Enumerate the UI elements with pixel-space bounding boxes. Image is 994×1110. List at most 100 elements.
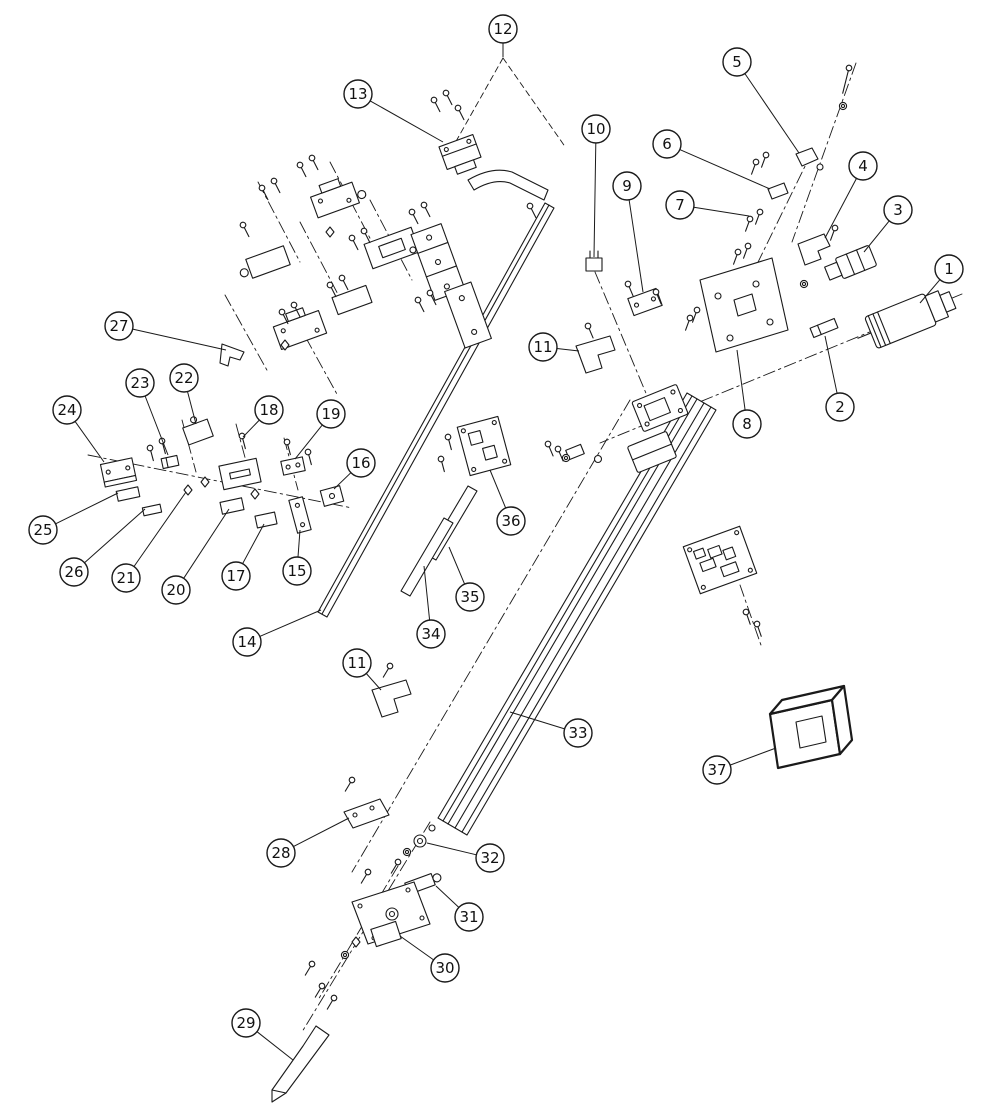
bracket-subassembly-1 — [310, 178, 367, 219]
callout-balloon-14: 14 — [232, 627, 262, 657]
callout-circle — [59, 557, 89, 587]
bracket-22 — [182, 416, 214, 446]
callout-balloon-8: 8 — [732, 409, 762, 439]
callout-circle — [581, 114, 611, 144]
callout-leader-21 — [133, 491, 187, 567]
callout-leader-13 — [369, 100, 444, 143]
callout-circle — [825, 392, 855, 422]
callout-circle — [104, 311, 134, 341]
callout-circle — [266, 838, 296, 868]
bracket-20 — [219, 497, 245, 515]
callout-number: 19 — [321, 405, 340, 423]
callout-leader-5 — [744, 73, 800, 154]
bracket-28 — [343, 798, 390, 829]
callout-leader-20 — [183, 508, 230, 579]
callout-circle — [652, 129, 682, 159]
callout-balloon-18: 18 — [254, 395, 284, 425]
callout-number: 7 — [675, 196, 685, 214]
callout-number: 15 — [287, 562, 306, 580]
callout-leaders — [55, 43, 941, 1061]
callout-leader-6 — [679, 149, 771, 190]
callout-balloon-21: 21 — [111, 563, 141, 593]
callout-leader-26 — [84, 508, 146, 564]
pcb-module — [682, 525, 758, 595]
callout-balloon-26: 26 — [59, 557, 89, 587]
callout-balloon-12: 12 — [488, 14, 518, 44]
callout-number: 26 — [64, 563, 83, 581]
callout-leader-14 — [259, 609, 322, 637]
carriage-block — [631, 384, 689, 432]
motor-mount-plate-8 — [699, 257, 789, 353]
shaft-pin-2 — [809, 317, 839, 339]
callout-circle — [883, 195, 913, 225]
callout-circle — [455, 582, 485, 612]
callout-circle — [169, 363, 199, 393]
callout-leader-3 — [863, 220, 890, 253]
callout-circle — [231, 1008, 261, 1038]
callout-number: 1 — [944, 260, 954, 278]
plate-26 — [141, 503, 163, 517]
cover-strip — [317, 202, 555, 618]
callout-balloon-29: 29 — [231, 1008, 261, 1038]
callout-number: 17 — [226, 567, 245, 585]
plate-15 — [288, 496, 312, 534]
sensor-connector-10 — [585, 250, 603, 272]
callout-circle — [342, 648, 372, 678]
callout-circle — [343, 79, 373, 109]
callout-balloon-23: 23 — [125, 368, 155, 398]
callout-number: 22 — [174, 369, 193, 387]
callout-leader-33 — [509, 711, 565, 730]
clip-27 — [219, 343, 245, 367]
guide-strip-34 — [400, 517, 454, 597]
callout-balloon-11: 11 — [528, 332, 558, 362]
callout-number: 6 — [662, 135, 672, 153]
callout-leader-36 — [489, 469, 507, 509]
callout-balloon-3: 3 — [883, 195, 913, 225]
callout-number: 5 — [732, 53, 742, 71]
motor — [857, 290, 957, 349]
callout-number: 35 — [460, 588, 479, 606]
callout-balloon-2: 2 — [825, 392, 855, 422]
bracket-subassembly-3 — [239, 245, 291, 279]
callout-circle — [52, 395, 82, 425]
callout-circle — [232, 627, 262, 657]
roller-23 — [160, 454, 180, 470]
callout-leader-11 — [365, 673, 382, 691]
callout-leader-30 — [399, 935, 434, 961]
bent-strip-12 — [467, 169, 549, 201]
callout-balloon-24: 24 — [52, 395, 82, 425]
callout-circle — [732, 409, 762, 439]
sensor-5 — [795, 147, 824, 171]
callout-balloon-17: 17 — [221, 561, 251, 591]
callout-number: 28 — [271, 844, 290, 862]
callout-balloon-22: 22 — [169, 363, 199, 393]
tension-plate — [218, 457, 262, 491]
callout-balloon-4: 4 — [848, 151, 878, 181]
callout-number: 24 — [57, 401, 76, 419]
callout-balloon-35: 35 — [455, 582, 485, 612]
callout-circle — [254, 395, 284, 425]
callout-number: 16 — [351, 454, 370, 472]
callout-leader-18 — [242, 419, 260, 438]
callout-balloon-27: 27 — [104, 311, 134, 341]
callout-leader-4 — [824, 178, 857, 239]
angle-bracket-11a — [575, 335, 616, 374]
callout-circle — [934, 254, 964, 284]
callout-leader-16 — [333, 472, 352, 490]
callout-balloon-5: 5 — [722, 47, 752, 77]
callout-number: 32 — [480, 849, 499, 867]
callout-balloon-7: 7 — [665, 190, 695, 220]
callout-circle — [665, 190, 695, 220]
callout-circle — [848, 151, 878, 181]
callout-balloon-9: 9 — [612, 171, 642, 201]
callout-circle — [161, 575, 191, 605]
callout-balloon-10: 10 — [581, 114, 611, 144]
callout-leader-37 — [729, 747, 777, 766]
callout-number: 9 — [622, 177, 632, 195]
callout-balloon-32: 32 — [475, 843, 505, 873]
callout-circle — [28, 515, 58, 545]
callout-number: 27 — [109, 317, 128, 335]
callout-circle — [496, 506, 526, 536]
callout-circle — [488, 14, 518, 44]
callout-leader-31 — [435, 885, 460, 908]
